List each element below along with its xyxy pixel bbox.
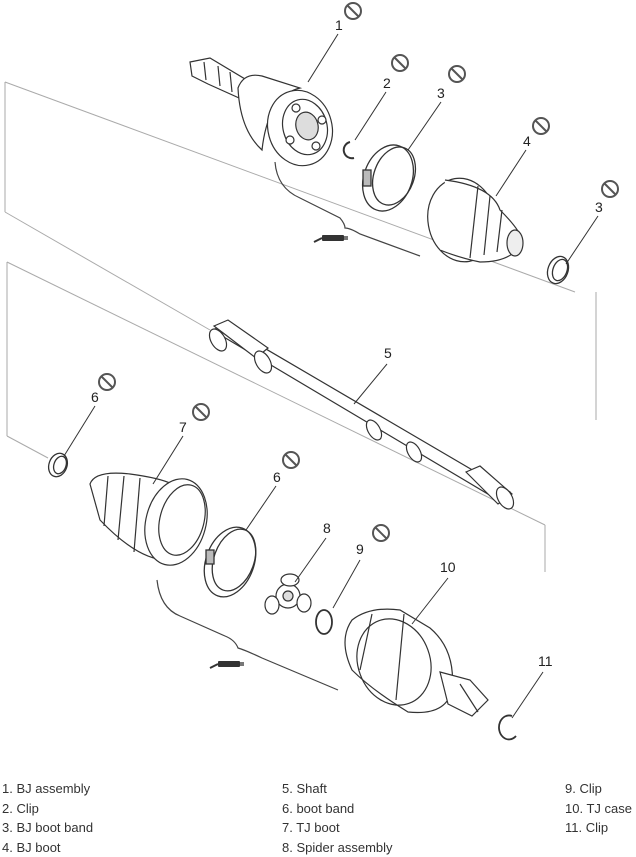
callout-1: 1 [335, 17, 343, 33]
no-reuse-icon [449, 66, 465, 82]
callout-2: 2 [383, 75, 391, 91]
no-reuse-icon [533, 118, 549, 134]
legend-item: 2. Clip [2, 799, 93, 819]
bj-assembly-part [190, 58, 341, 173]
no-reuse-icon [99, 374, 115, 390]
no-reuse-icon [602, 181, 618, 197]
bj-group-bracket [275, 162, 420, 256]
tj-group-bracket [157, 580, 338, 690]
tj-boot-part [90, 472, 216, 573]
no-reuse-icon [193, 404, 209, 420]
no-reuse-icon [345, 3, 361, 19]
legend-item: 1. BJ assembly [2, 779, 93, 799]
spider-assembly-part [265, 574, 311, 614]
no-reuse-icon [283, 452, 299, 468]
exploded-drive-shaft-diagram: 1 2 3 4 3 5 6 7 6 8 9 10 11 [0, 0, 636, 770]
legend-column-1: 1. BJ assembly 2. Clip 3. BJ boot band 4… [2, 779, 93, 857]
tj-case-part [345, 608, 488, 716]
callout-5: 5 [384, 345, 392, 361]
tj-end-clip-part [499, 715, 516, 739]
legend-item: 5. Shaft [282, 779, 393, 799]
callout-4: 4 [523, 133, 531, 149]
callout-7: 7 [179, 419, 187, 435]
callout-6-large: 6 [273, 469, 281, 485]
legend-column-2: 5. Shaft 6. boot band 7. TJ boot 8. Spid… [282, 779, 393, 857]
no-reuse-icon [392, 55, 408, 71]
callout-6-small: 6 [91, 389, 99, 405]
grease-tube-icon [314, 235, 348, 242]
legend-item: 4. BJ boot [2, 838, 93, 857]
no-reuse-icon [373, 525, 389, 541]
callout-3-upper: 3 [437, 85, 445, 101]
legend-item: 9. Clip [565, 779, 632, 799]
legend-item: 6. boot band [282, 799, 393, 819]
callout-11: 11 [538, 653, 553, 669]
callout-10: 10 [440, 559, 456, 575]
callout-3-small: 3 [595, 199, 603, 215]
tj-clip-part [316, 610, 332, 634]
legend-item: 7. TJ boot [282, 818, 393, 838]
tj-boot-band-small-part [45, 451, 70, 480]
tj-boot-band-part [195, 520, 265, 604]
legend-item: 8. Spider assembly [282, 838, 393, 857]
callout-8: 8 [323, 520, 331, 536]
callout-9: 9 [356, 541, 364, 557]
legend-item: 10. TJ case [565, 799, 632, 819]
no-reuse-icons [99, 3, 618, 541]
legend-column-3: 9. Clip 10. TJ case 11. Clip [565, 779, 632, 838]
bj-boot-band-part [354, 138, 423, 218]
legend-item: 3. BJ boot band [2, 818, 93, 838]
bj-boot-part [421, 173, 523, 268]
callout-labels: 1 2 3 4 3 5 6 7 6 8 9 10 11 [91, 17, 603, 669]
grease-tube-icon [210, 661, 244, 668]
bj-clip-part [344, 142, 354, 158]
shaft-part [206, 320, 517, 512]
legend-item: 11. Clip [565, 818, 632, 838]
